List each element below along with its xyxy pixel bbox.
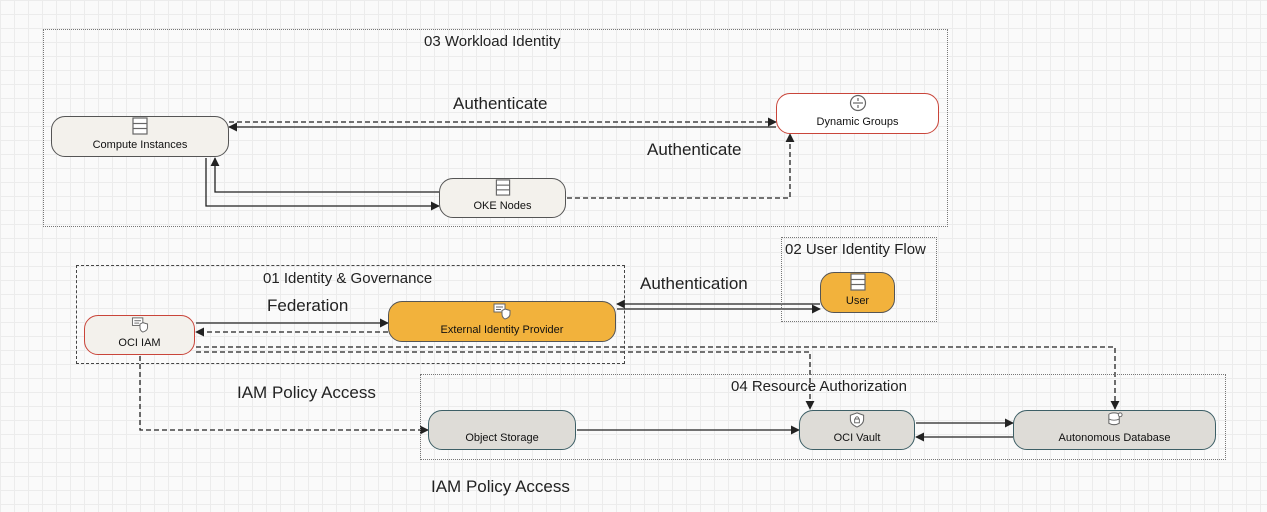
edge-ociiam-to-objstore	[139, 356, 429, 435]
group-workload-identity	[43, 29, 948, 227]
edge-compute-to-oke	[205, 158, 440, 211]
oci-vault-label: OCI Vault	[833, 432, 881, 444]
dynamic-groups-label: Dynamic Groups	[816, 116, 899, 128]
compute-instances-label: Compute Instances	[92, 139, 188, 151]
group-user-identity	[781, 237, 937, 322]
edge-ociiam-to-adb	[196, 346, 1120, 410]
group-resource-authorization-title: 04 Resource Authorization	[731, 378, 907, 395]
edge-label-authenticate-1: Authenticate	[453, 94, 548, 113]
edge-label-federation: Federation	[267, 296, 349, 315]
edge-label-iam-policy-access-1: IAM Policy Access	[237, 383, 376, 402]
server-icon	[849, 273, 866, 291]
user-label: User	[845, 295, 870, 307]
group-workload-identity-title: 03 Workload Identity	[424, 33, 561, 50]
edge-label-authentication: Authentication	[640, 274, 748, 293]
oci-vault-node[interactable]: OCI Vault	[799, 410, 915, 450]
vault-icon	[849, 412, 865, 428]
object-storage-label: Object Storage	[465, 432, 539, 444]
oke-nodes-label: OKE Nodes	[473, 200, 532, 212]
compute-instances-node[interactable]: Compute Instances	[51, 116, 229, 157]
group-user-identity-title: 02 User Identity Flow	[785, 241, 926, 258]
oci-iam-label: OCI IAM	[118, 337, 161, 349]
group-icon	[849, 94, 866, 112]
oke-nodes-node[interactable]: OKE Nodes	[439, 178, 566, 218]
edge-oke-to-dynamic	[567, 133, 795, 199]
oci-iam-node[interactable]: OCI IAM	[84, 315, 195, 355]
edge-oke-to-compute	[210, 157, 439, 193]
object-storage-node[interactable]: Object Storage	[428, 410, 576, 450]
identity-icon	[131, 317, 148, 333]
external-identity-provider-label: External Identity Provider	[440, 324, 564, 336]
autonomous-database-label: Autonomous Database	[1058, 432, 1171, 444]
edge-label-iam-policy-access-2: IAM Policy Access	[431, 477, 570, 496]
user-node[interactable]: User	[820, 272, 895, 313]
autonomous-database-node[interactable]: Autonomous Database	[1013, 410, 1216, 450]
edge-label-authenticate-2: Authenticate	[647, 140, 742, 159]
database-icon	[1107, 412, 1123, 426]
server-icon	[495, 179, 510, 196]
group-resource-authorization	[420, 374, 1226, 460]
group-identity-governance-title: 01 Identity & Governance	[263, 270, 433, 287]
group-identity-governance	[76, 265, 625, 364]
edge-ociiam-to-vault	[196, 351, 815, 410]
server-icon	[132, 117, 148, 135]
dynamic-groups-node[interactable]: Dynamic Groups	[776, 93, 939, 134]
identity-icon	[493, 303, 511, 320]
external-identity-provider-node[interactable]: External Identity Provider	[388, 301, 616, 342]
